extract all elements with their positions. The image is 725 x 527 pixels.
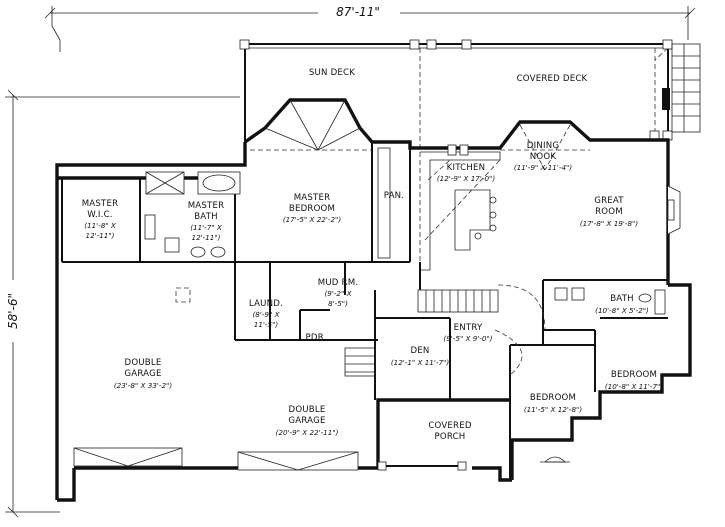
deck-stairs bbox=[662, 43, 701, 133]
master-wic-label: MASTER bbox=[82, 199, 119, 209]
mud-room-label: MUD RM. bbox=[318, 278, 359, 288]
laundry-label: LAUND. bbox=[249, 299, 283, 309]
kitchen-size: (12'-9" X 17'-0") bbox=[437, 174, 495, 183]
laundry-size-2: 11'-5") bbox=[254, 320, 279, 329]
bedroom-center-label: BEDROOM bbox=[530, 393, 576, 403]
great-room-size: (17'-8" X 19'-8") bbox=[580, 219, 638, 228]
master-bath-size: (11'-7" X bbox=[190, 223, 223, 232]
bath-size: (10'-8" X 5'-2") bbox=[595, 306, 649, 315]
master-bath-label: MASTER bbox=[188, 201, 225, 211]
exterior-walls bbox=[55, 98, 692, 502]
master-bedroom-label: MASTER bbox=[294, 193, 331, 203]
master-bedroom-label-2: BEDROOM bbox=[289, 204, 335, 214]
master-bedroom-size: (17'-5" X 22'-2") bbox=[283, 215, 341, 224]
mud-room-size-2: 8'-5") bbox=[328, 299, 348, 308]
kitchen-fixtures bbox=[420, 144, 501, 271]
great-room-label: GREAT bbox=[594, 196, 624, 206]
interior-walls bbox=[61, 142, 668, 480]
bath-label: BATH bbox=[610, 294, 634, 304]
master-bath-label-2: BATH bbox=[194, 212, 218, 222]
covered-deck-label: COVERED DECK bbox=[517, 74, 588, 84]
covered-porch-label: COVERED bbox=[428, 421, 472, 431]
master-wic-size-2: 12'-11") bbox=[86, 231, 115, 240]
dining-nook-bay bbox=[500, 124, 590, 171]
sun-deck-label: SUN DECK bbox=[309, 68, 355, 78]
master-wic-label-2: W.I.C. bbox=[87, 210, 112, 220]
master-wic-size: (11'-8" X bbox=[84, 221, 117, 230]
master-bath-size-2: 12'-11") bbox=[192, 233, 221, 242]
den-size: (12'-1" X 11'-7") bbox=[391, 358, 449, 367]
dining-nook-label: DINING bbox=[527, 141, 559, 151]
pantry-label: PAN. bbox=[384, 191, 404, 201]
dining-nook-label-2: NOOK bbox=[530, 152, 557, 162]
porch-posts bbox=[377, 461, 467, 471]
bedroom-center-size: (11'-5" X 12'-8") bbox=[524, 405, 582, 414]
den-label: DEN bbox=[410, 346, 429, 356]
entry-size: (9'-5" X 9'-0") bbox=[443, 334, 492, 343]
interior-stair bbox=[417, 284, 546, 376]
master-bath-fixtures bbox=[144, 171, 241, 258]
pantry-shelving bbox=[377, 147, 391, 259]
powder-label: PDR. bbox=[306, 333, 327, 343]
garage-left-label-2: GARAGE bbox=[124, 369, 161, 379]
hall-bath-fixtures bbox=[554, 287, 666, 315]
mud-room-size: (9'-2" X bbox=[324, 289, 352, 298]
kitchen-label: KITCHEN bbox=[447, 163, 486, 173]
entry-label: ENTRY bbox=[454, 323, 483, 333]
great-room-label-2: ROOM bbox=[595, 207, 623, 217]
garage-left-size: (23'-8" X 33'-2") bbox=[114, 381, 172, 390]
depth-dimension-label: 58'-6" bbox=[6, 293, 20, 329]
garage-door-right bbox=[237, 451, 359, 471]
garage-left-label: DOUBLE bbox=[125, 358, 162, 368]
master-bedroom-bay bbox=[250, 99, 372, 151]
bedroom-right-size: (10'-8" X 11'-7") bbox=[605, 382, 663, 391]
bedroom-right-label: BEDROOM bbox=[611, 370, 657, 380]
fireplace bbox=[667, 185, 681, 235]
width-dimension-label: 87'-11" bbox=[336, 5, 380, 19]
garage-right-label: DOUBLE bbox=[289, 405, 326, 415]
garage-right-size: (20'-9" X 22'-11") bbox=[276, 428, 339, 437]
dining-nook-size: (11'-9" X 11'-4") bbox=[514, 163, 572, 172]
garage-entry-steps bbox=[344, 347, 376, 377]
covered-porch-label-2: PORCH bbox=[435, 432, 466, 442]
garage-floor-drain bbox=[175, 287, 191, 303]
front-door bbox=[540, 456, 570, 463]
garage-right-label-2: GARAGE bbox=[288, 416, 325, 426]
garage-door-left bbox=[73, 447, 183, 467]
laundry-size: (8'-9" X bbox=[252, 310, 280, 319]
